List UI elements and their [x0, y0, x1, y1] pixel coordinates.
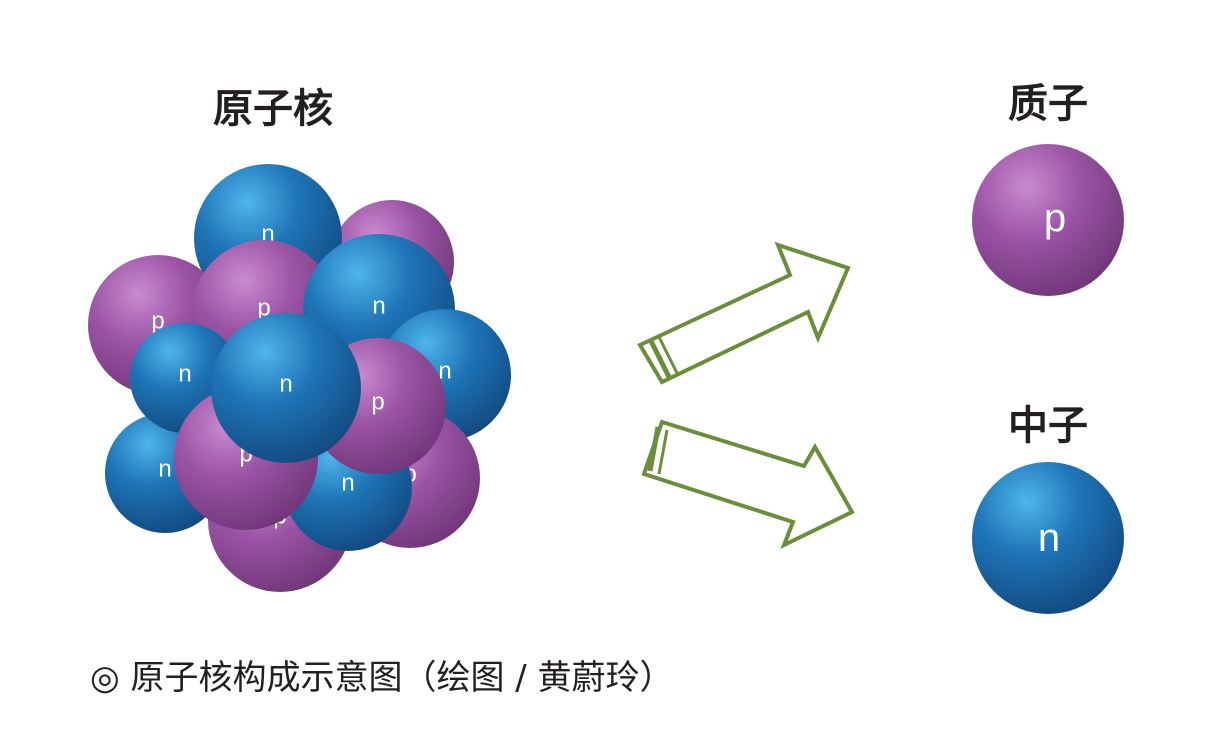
arrow-up-right: [637, 241, 851, 385]
neutron-ball: n: [972, 462, 1124, 614]
proton-title: 质子: [1008, 81, 1088, 127]
proton-label: p: [257, 295, 270, 322]
neutron-sphere: [211, 313, 361, 463]
neutron-label: n: [158, 456, 171, 483]
neutron-title: 中子: [1008, 403, 1088, 449]
figure-caption: ◎ 原子核构成示意图（绘图 / 黄蔚玲）: [90, 658, 674, 698]
nucleus-cluster: pnppnnnnppnppn: [88, 164, 511, 592]
proton-label: p: [151, 308, 164, 335]
neutron-ball-label: n: [1038, 516, 1060, 560]
proton-ball: p: [972, 144, 1124, 296]
nucleus-title: 原子核: [213, 86, 333, 132]
arrow-down-right: [641, 419, 855, 550]
proton-label: p: [371, 389, 384, 416]
neutron-label: n: [341, 470, 354, 497]
neutron-label: n: [178, 361, 191, 388]
proton-ball-label: p: [1044, 196, 1066, 240]
neutron-label: n: [372, 293, 385, 320]
neutron-label: n: [438, 358, 451, 385]
neutron-label: n: [279, 371, 292, 398]
